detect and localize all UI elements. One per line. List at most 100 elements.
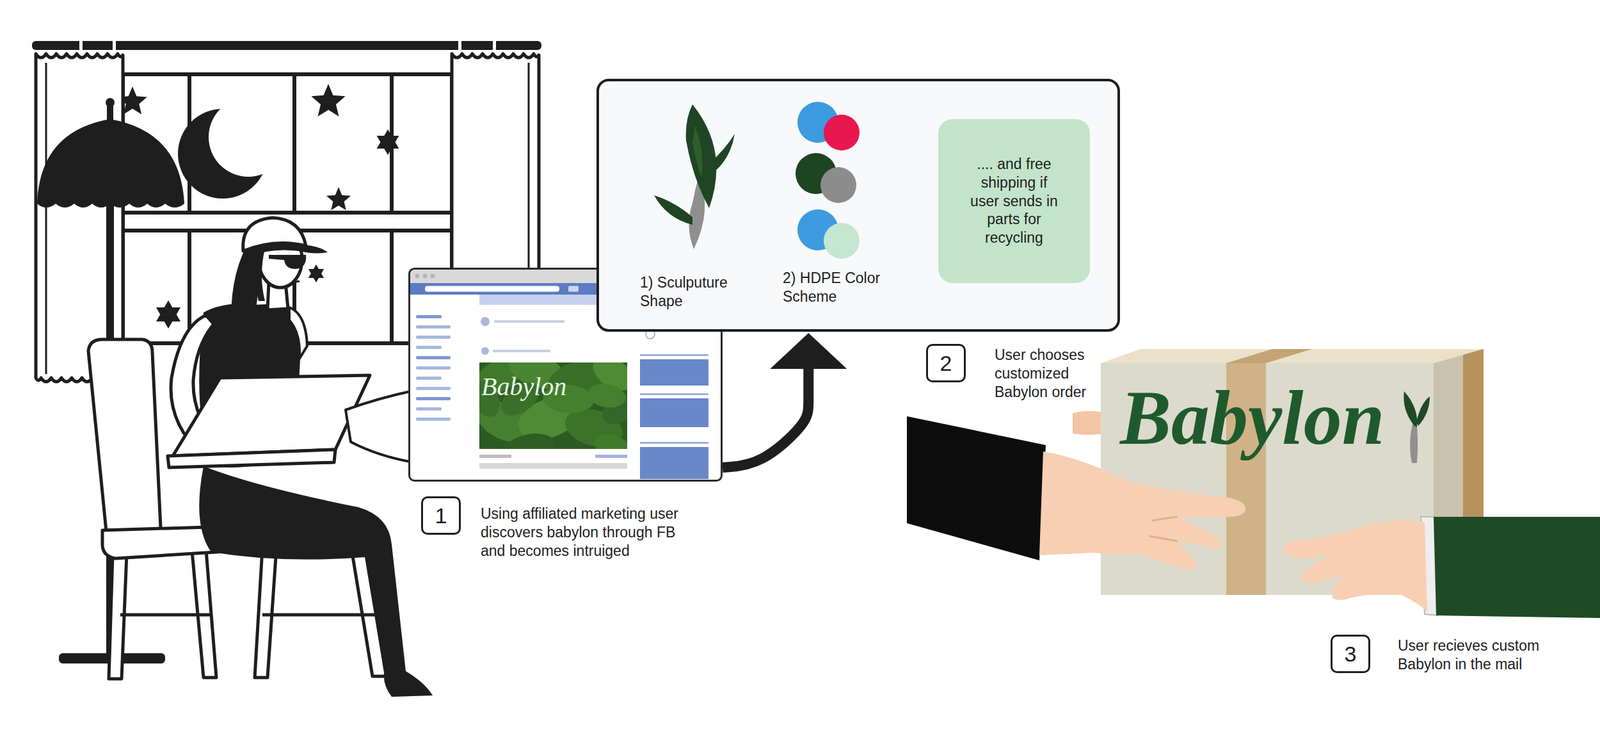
text-slot: Using affiliated marketing user discover… (480, 504, 699, 560)
cap-brim (300, 244, 328, 254)
text-slot: 2) HDPE Color Scheme (782, 268, 902, 306)
sunglasses (268, 254, 306, 269)
ad-box (640, 398, 709, 427)
chair-leg (254, 547, 277, 678)
window-mullion (389, 74, 394, 344)
sidebar-line (416, 396, 451, 400)
sidebar-line (416, 376, 442, 380)
screen-popout (345, 390, 414, 463)
lamp-finial (105, 97, 115, 107)
ad-box (640, 446, 709, 479)
logo-leaf (1416, 396, 1430, 426)
ad-rule (640, 353, 709, 356)
post-avatar (481, 346, 489, 355)
logo-leaf (1403, 391, 1417, 427)
star (326, 186, 351, 210)
rod-gap (112, 40, 116, 50)
shipping-note-box: .... and free shipping if user sends in … (938, 119, 1090, 283)
basil-image (479, 362, 628, 449)
shipping-note: .... and free shipping if user sends in … (965, 154, 1064, 248)
brand-logo-text: Babylon (481, 373, 567, 400)
option-label: 2) HDPE Color Scheme (782, 268, 902, 306)
sidebar-line (416, 366, 451, 370)
chair-stretcher (120, 613, 210, 617)
step-description: Using affiliated marketing user discover… (480, 504, 699, 560)
legs (199, 465, 433, 697)
text-slot: User chooses customized Babylon order (994, 345, 1097, 401)
window-dot (415, 273, 420, 279)
moon (177, 108, 268, 199)
browser-button (568, 286, 579, 292)
text-slot: 2 (928, 345, 964, 381)
rod-gap (492, 40, 496, 50)
step-callout: 1Using affiliated marketing user discove… (421, 496, 461, 535)
step-description: User recieves custom Babylon in the mail (1397, 636, 1545, 674)
text-slot: Babylon (481, 373, 628, 400)
step-callout: 3User recieves custom Babylon in the mai… (1330, 634, 1371, 673)
text-slot: 1) Sculputure Shape (640, 273, 749, 311)
step-callout: 2User chooses customized Babylon order (926, 343, 966, 383)
shipping-package: Babylon (1100, 348, 1484, 595)
laptop-base (167, 449, 336, 468)
chair-back (88, 339, 162, 544)
post-line (492, 349, 551, 352)
curtain-fold (45, 62, 48, 374)
rod-gap (79, 40, 83, 50)
post-meta (479, 454, 512, 458)
star (308, 264, 324, 283)
window-mullion (292, 74, 297, 344)
profile-line (494, 320, 565, 323)
sidebar-line (416, 417, 451, 421)
sidebar-line (416, 386, 451, 390)
left-hand (1039, 451, 1246, 570)
basil-leaf (502, 429, 558, 449)
color-swatch (823, 222, 860, 259)
options-panel: 1) Sculputure Shape 2) HDPE Color Scheme.… (596, 78, 1120, 332)
right-hand (1283, 520, 1428, 612)
chair-stretcher (262, 613, 379, 617)
lamp-shade (37, 119, 185, 208)
comment-bar (479, 462, 628, 469)
basil-leaf (591, 429, 628, 449)
sidebar-line (416, 335, 451, 339)
package-brand-text: Babylon (1120, 379, 1385, 457)
ad-box (640, 359, 709, 386)
profile-dot (480, 316, 490, 326)
box-top (1100, 348, 1484, 363)
arrow-head (769, 332, 847, 369)
basil-leaf (585, 380, 628, 411)
shoulder (289, 307, 308, 359)
laptop-lid (172, 375, 370, 456)
star (156, 300, 181, 329)
box-top-tape (1226, 348, 1312, 363)
sidebar-line (416, 325, 451, 329)
sculpture-leaf (692, 126, 703, 178)
text-slot: .... and free shipping if user sends in … (938, 119, 1090, 283)
text-slot: 1 (423, 497, 459, 533)
callout-number: 3 (1344, 642, 1357, 665)
window-panes (122, 74, 452, 344)
left-sleeve (906, 416, 1046, 560)
callout-number: 2 (940, 352, 953, 374)
window-mullion (187, 74, 192, 344)
text-slot: 3 (1332, 636, 1369, 671)
text-slot: User recieves custom Babylon in the mail (1397, 636, 1545, 674)
curtain-rod (32, 40, 542, 50)
star (376, 129, 400, 155)
step-description: User chooses customized Babylon order (994, 345, 1097, 401)
ad-rule (640, 392, 709, 395)
sidebar-line (416, 355, 451, 360)
post-meta (595, 454, 628, 458)
star (311, 83, 345, 117)
arrow-shaft (722, 368, 809, 468)
sculpture-leaf (706, 133, 735, 176)
woman-figure (167, 217, 433, 697)
text-slot: Babylon (1120, 379, 1402, 457)
color-swatch (823, 114, 860, 151)
callout-number: 1 (435, 504, 448, 527)
finger-line (1149, 516, 1178, 541)
sculpture-leaf (686, 104, 717, 208)
flow-arrow (722, 332, 847, 468)
sidebar-line (416, 314, 442, 319)
